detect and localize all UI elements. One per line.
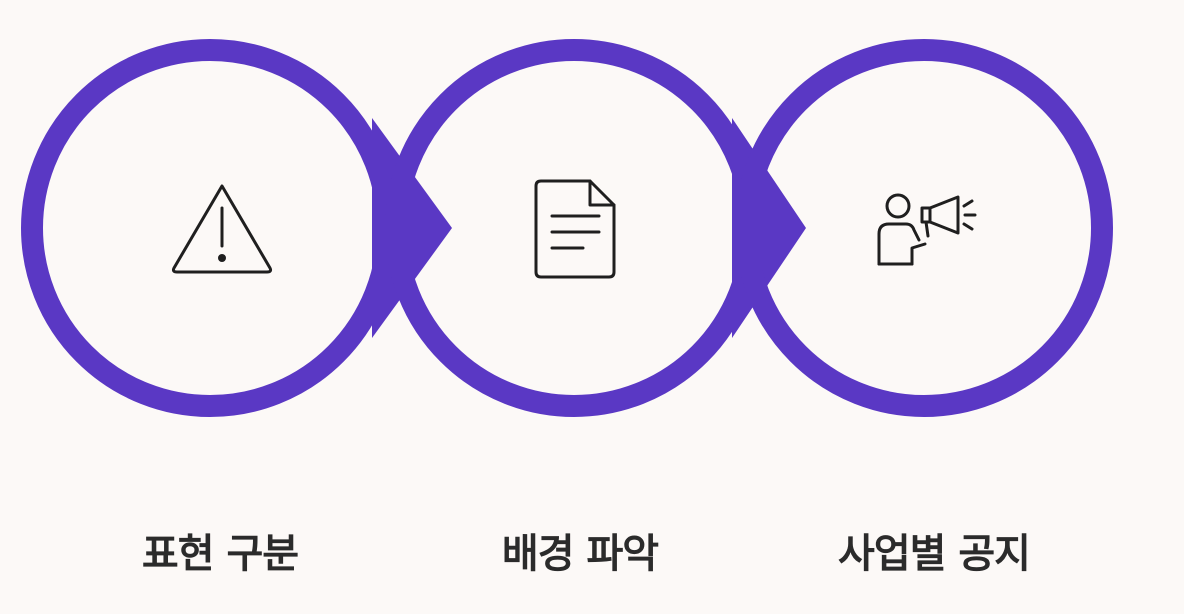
step-3-ring [735, 39, 1113, 417]
megaphone-person-icon [877, 193, 977, 266]
step-1-label: 표현 구분 [141, 531, 299, 577]
step-2-label: 배경 파악 [501, 531, 659, 577]
document-icon [534, 179, 616, 279]
step-1-ring [21, 39, 399, 417]
warning-icon [171, 184, 273, 274]
step-3-label: 사업별 공지 [838, 531, 1031, 577]
arrow-1-to-2 [372, 118, 452, 338]
